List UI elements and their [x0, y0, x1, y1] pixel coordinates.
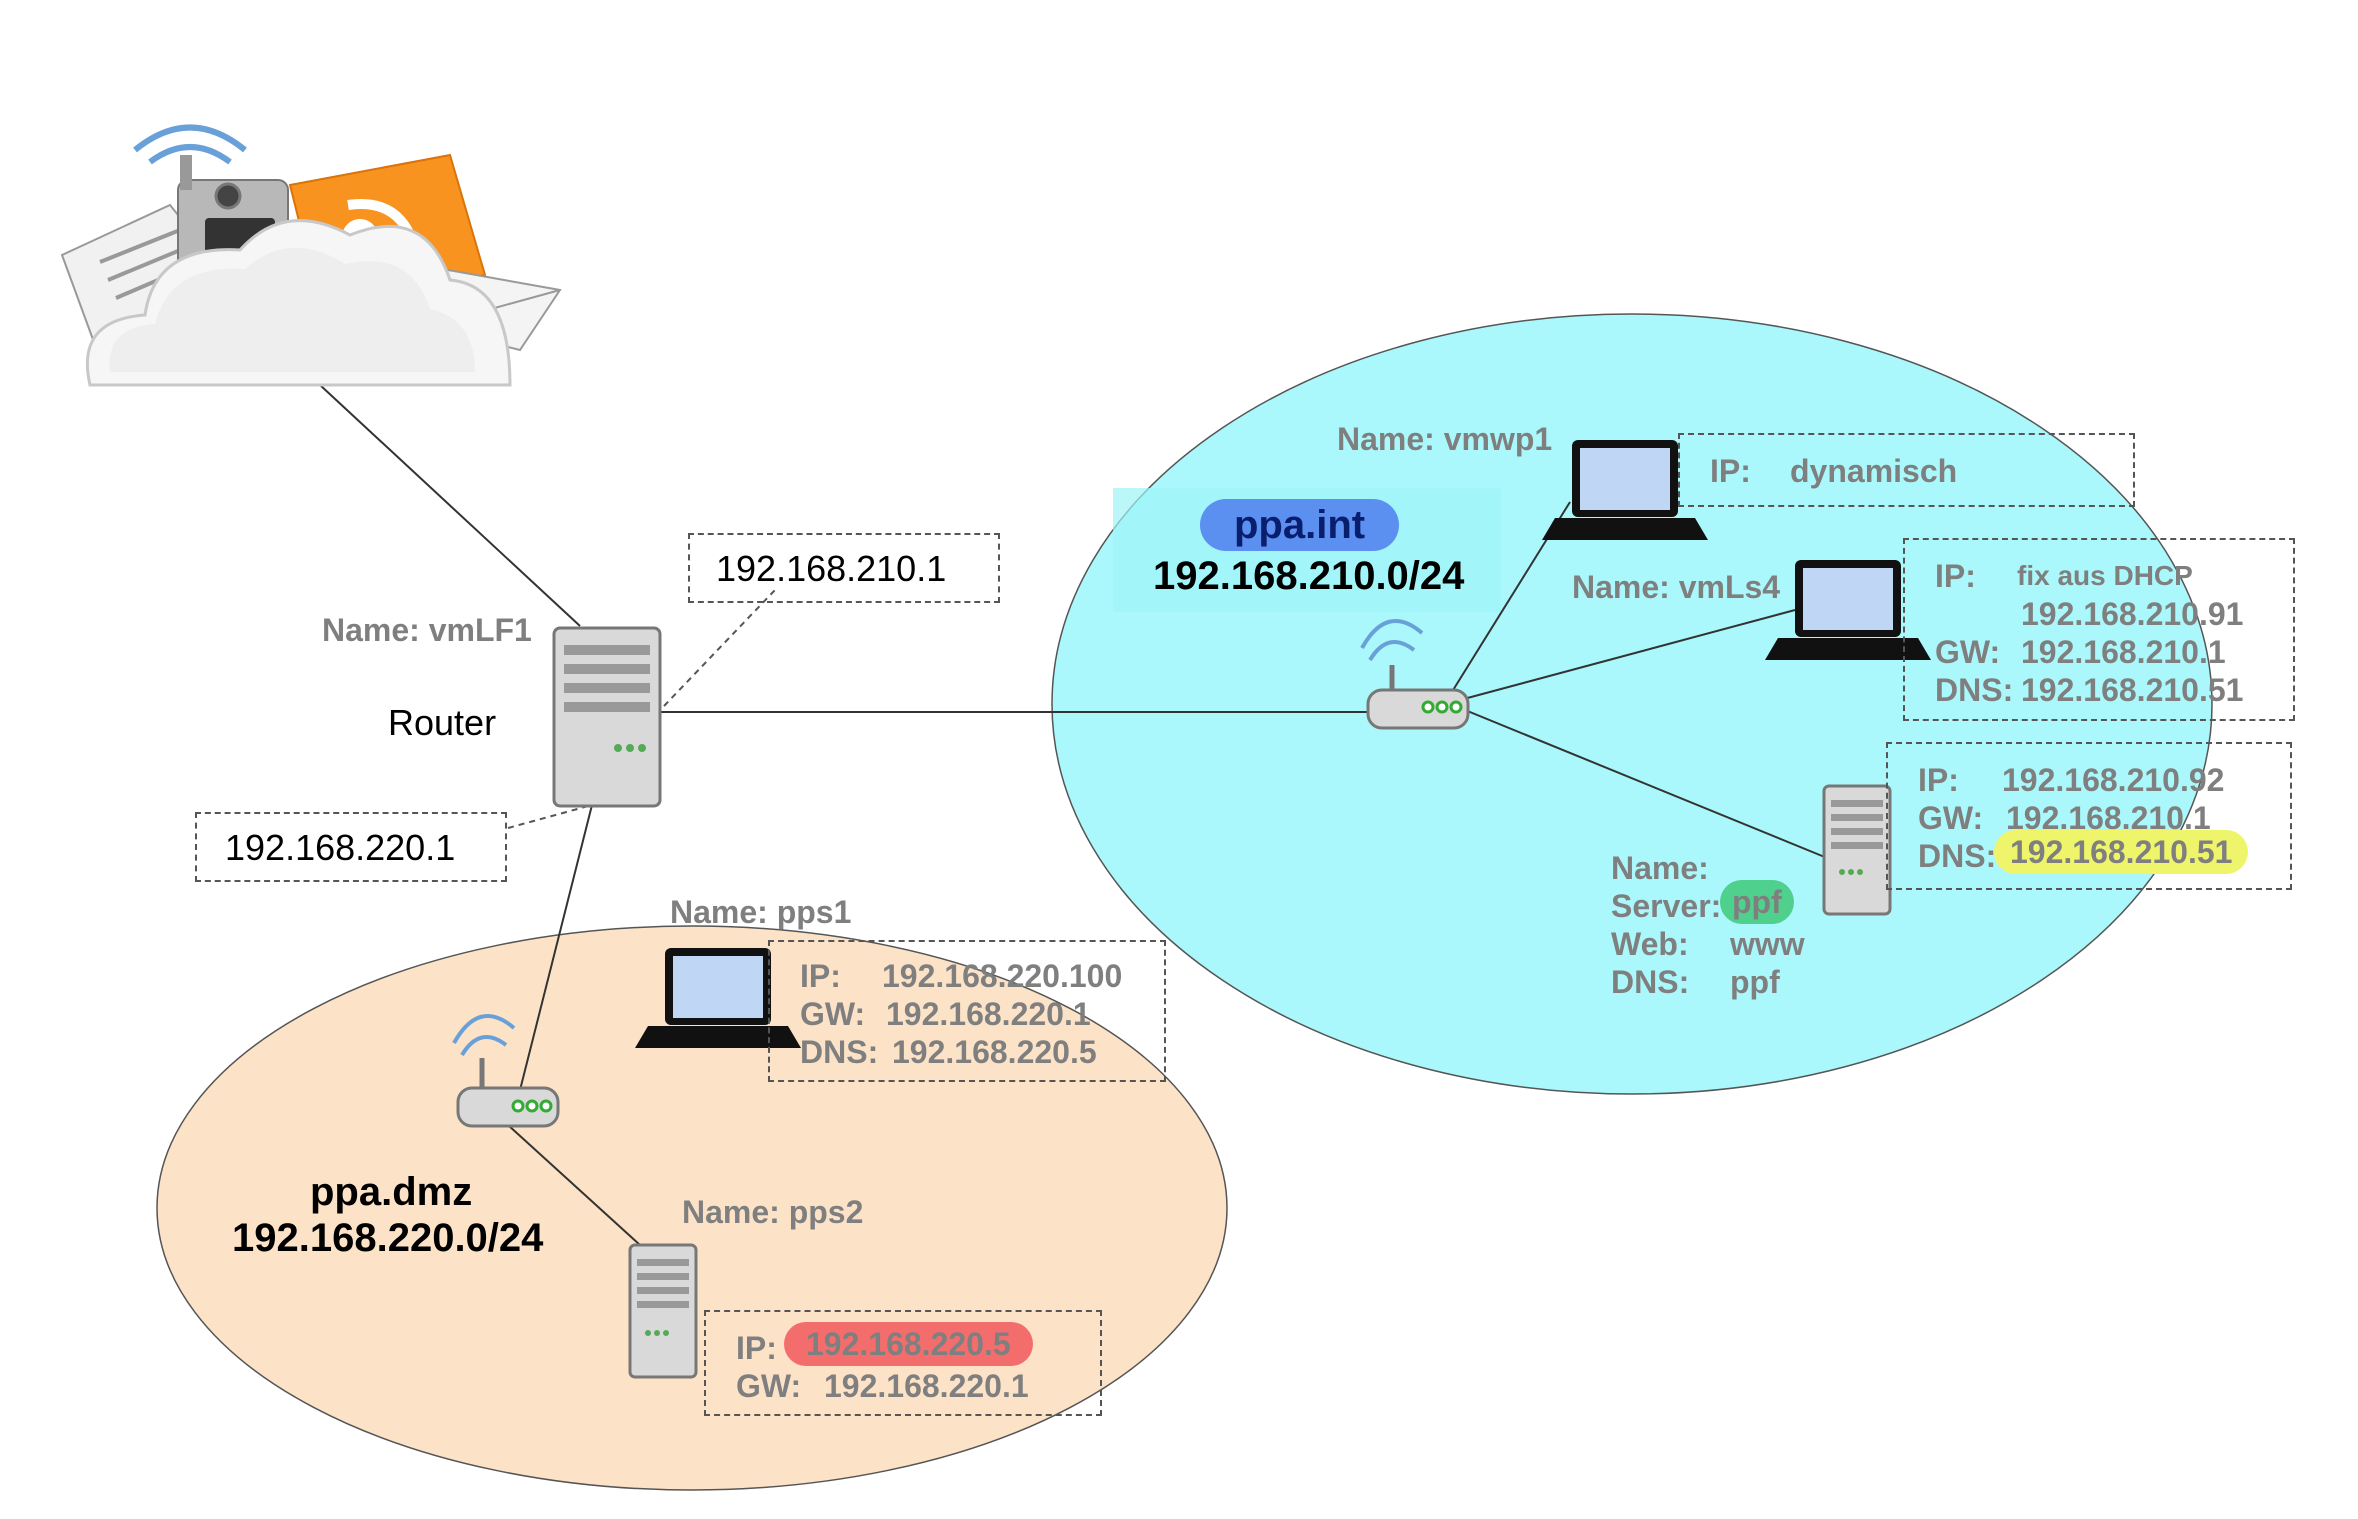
router-ip-internal-box: 192.168.210.1: [688, 533, 1000, 603]
ppf-name-heading: Name:: [1611, 850, 1709, 886]
server-pps2-icon: [628, 1243, 698, 1379]
pps2-name-label: Name: pps2: [682, 1194, 864, 1230]
internal-subnet: 192.168.210.0/24: [1153, 554, 1465, 598]
ppf-dns-label: DNS:: [1918, 838, 1997, 874]
ppf-gw-label: GW:: [1918, 800, 1984, 836]
ppf-web-value: www: [1730, 926, 1805, 962]
link-internet-router: [319, 384, 581, 627]
leader-router-ip-internal: [663, 589, 776, 707]
router-ip-internal: 192.168.210.1: [716, 548, 947, 589]
ppf-web-label: Web:: [1611, 926, 1689, 962]
router-ip-dmz-box: 192.168.220.1: [195, 812, 507, 882]
link-switch-ppf: [1464, 709, 1833, 861]
laptop-vmwp1-icon: [1542, 440, 1708, 540]
vmls4-ip-note: fix aus DHCP: [2017, 560, 2193, 591]
cloud-communication-icon: [60, 120, 562, 387]
vmls4-name-label: Name: vmLs4: [1572, 569, 1781, 605]
ppf-dns-value: 192.168.210.51: [1994, 830, 2249, 874]
pps1-dns-value: 192.168.220.5: [892, 1034, 1097, 1070]
internal-domain-label: ppa.int: [1200, 499, 1400, 551]
vmls4-ip-value: 192.168.210.91: [2021, 596, 2244, 632]
pps1-gw-value: 192.168.220.1: [886, 996, 1091, 1032]
router-name-label: Name: vmLF1: [322, 612, 532, 648]
ppf-dns-name-value: ppf: [1730, 964, 1780, 1000]
link-dmz-switch-pps2: [507, 1124, 641, 1246]
dmz-domain: ppa.dmz: [310, 1170, 473, 1214]
vmwp1-name-label: Name: vmwp1: [1337, 421, 1553, 457]
server-ppf-icon: [1822, 784, 1892, 916]
vmls4-config-box: IP: fix aus DHCP 192.168.210.91 GW: 192.…: [1903, 538, 2295, 721]
vmwp1-ip-label: IP:: [1710, 453, 1751, 489]
internal-switch-icon: [1360, 619, 1470, 730]
pps1-dns-label: DNS:: [800, 1034, 879, 1070]
link-switch-vmls4: [1459, 609, 1796, 701]
pps1-ip-label: IP:: [800, 958, 841, 994]
ppf-server-label: Server:: [1611, 888, 1722, 924]
pps1-ip-value: 192.168.220.100: [882, 958, 1123, 994]
ppf-dns-name-label: DNS:: [1611, 964, 1690, 1000]
laptop-vmls4-icon: [1765, 560, 1931, 660]
pps2-ip-highlight: 192.168.220.5: [784, 1322, 1033, 1366]
dmz-subnet: 192.168.220.0/24: [232, 1216, 544, 1260]
pps2-config-box: IP: 192.168.220.5 GW: 192.168.220.1: [704, 1310, 1102, 1416]
router-role-label: Router: [388, 702, 497, 743]
vmls4-gw-label: GW:: [1935, 634, 2001, 670]
ppf-server-value: ppf: [1720, 880, 1794, 924]
vmwp1-ip-value: dynamisch: [1790, 453, 1958, 489]
dmz-switch-icon: [452, 1014, 560, 1128]
pps2-gw-value: 192.168.220.1: [824, 1368, 1029, 1404]
internal-domain: ppa.int: [1200, 499, 1400, 551]
router-server-icon: [552, 626, 662, 808]
ppf-server-highlight: ppf: [1720, 880, 1794, 924]
pps1-gw-label: GW:: [800, 996, 866, 1032]
pps2-ip-value: 192.168.220.5: [784, 1322, 1033, 1366]
leader-router-ip-dmz: [507, 804, 593, 829]
laptop-pps1-icon: [635, 948, 801, 1048]
router-ip-dmz: 192.168.220.1: [225, 827, 456, 868]
ppf-config-box: IP: 192.168.210.92 GW: 192.168.210.1 DNS…: [1886, 742, 2292, 890]
ppf-ip-label: IP:: [1918, 762, 1959, 798]
pps1-config-box: IP: 192.168.220.100 GW: 192.168.220.1 DN…: [768, 940, 1166, 1082]
link-router-dmz-switch: [517, 804, 593, 1099]
pps2-gw-label: GW:: [736, 1368, 802, 1404]
vmls4-gw-value: 192.168.210.1: [2021, 634, 2226, 670]
pps2-ip-label: IP:: [736, 1330, 777, 1366]
ppf-dns-highlight: 192.168.210.51: [1994, 830, 2249, 874]
vmls4-dns-label: DNS:: [1935, 672, 2014, 708]
pps1-name-label: Name: pps1: [670, 894, 852, 930]
ppf-ip-value: 192.168.210.92: [2002, 762, 2225, 798]
vmls4-dns-value: 192.168.210.51: [2021, 672, 2244, 708]
vmls4-ip-label: IP:: [1935, 558, 1976, 594]
ppf-gw-value: 192.168.210.1: [2006, 800, 2211, 836]
vmwp1-ip-box: IP: dynamisch: [1678, 433, 2135, 507]
